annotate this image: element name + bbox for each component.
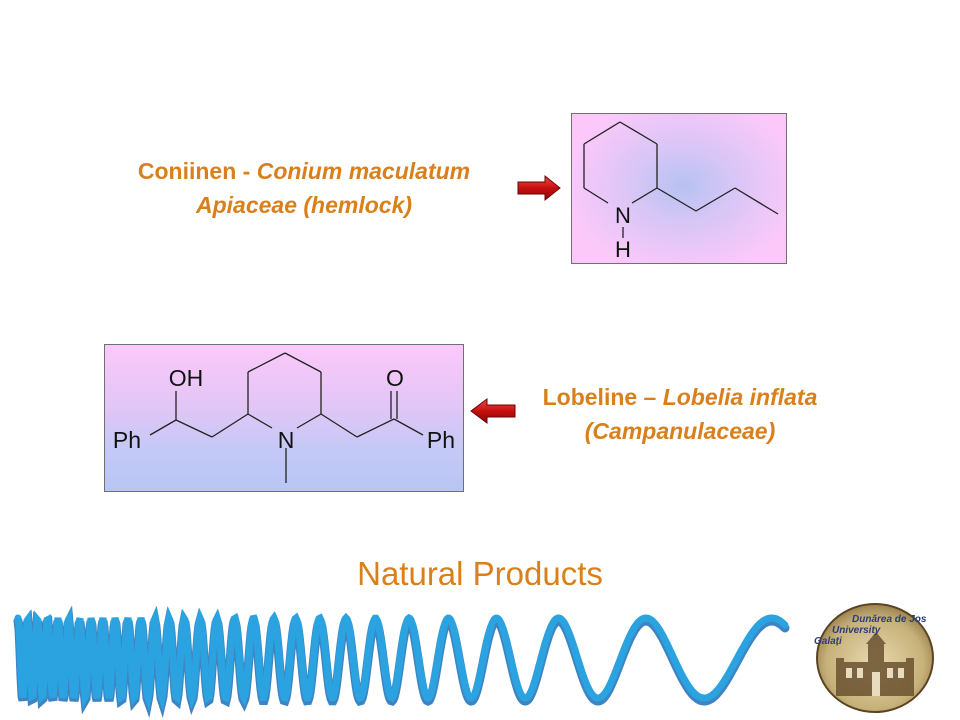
lobeline-source: Lobelia inflata [662, 384, 818, 410]
coniine-family: Apiaceae (hemlock) [195, 192, 413, 218]
lobeline-separator: – [637, 384, 663, 410]
arrow-left-icon [470, 398, 516, 424]
coniine-structure: N H [583, 121, 779, 262]
lobeline-atom-ph-right: Ph [427, 427, 455, 453]
lobeline-name: Lobeline [542, 384, 638, 410]
logo-line3: Galați [814, 636, 842, 647]
lobeline-atom-n: N [278, 427, 295, 453]
coniine-name: Coniinen [137, 158, 237, 184]
lobeline-structure-panel: OH O Ph N Ph [104, 344, 464, 492]
arrow-right-icon [517, 174, 561, 202]
logo-line2: University [832, 625, 881, 636]
lobeline-family: (Campanulaceae) [584, 418, 776, 444]
decorative-wave [13, 605, 790, 719]
coniine-separator: - [236, 158, 257, 184]
lobeline-atom-ph-left: Ph [113, 427, 141, 453]
page-heading: Natural Products [357, 555, 603, 592]
coniine-source: Conium maculatum [256, 158, 471, 184]
university-logo: Dunărea de Jos University Galați [814, 603, 934, 713]
coniine-structure-panel: N H [571, 113, 787, 264]
logo-line1: Dunărea de Jos [852, 614, 927, 625]
wave-light-stroke [14, 606, 789, 712]
coniine-atom-n: N [615, 203, 631, 228]
coniine-caption: Coniinen - Conium maculatum Apiaceae (he… [88, 154, 520, 222]
lobeline-atom-oh: OH [169, 365, 204, 391]
coniine-atom-h: H [615, 237, 631, 262]
lobeline-atom-o: O [386, 365, 404, 391]
lobeline-structure: OH O Ph N Ph [113, 352, 455, 483]
lobeline-caption: Lobeline – Lobelia inflata (Campanulacea… [500, 380, 860, 448]
